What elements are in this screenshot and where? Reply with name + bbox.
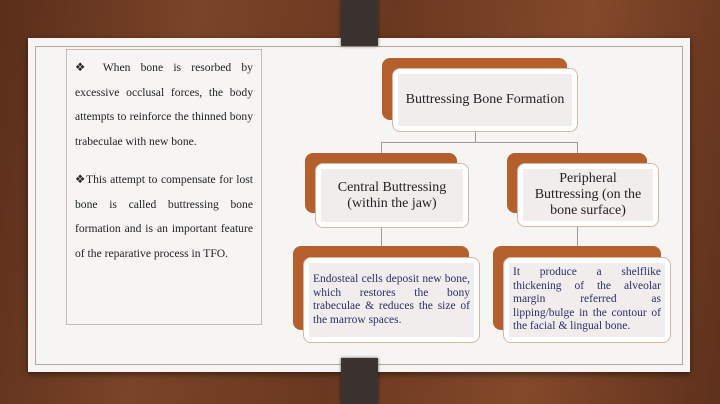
root-box: Buttressing Bone Formation xyxy=(392,68,578,132)
peripheral-buttressing-box: Peripheral Buttressing (on the bone surf… xyxy=(517,163,659,227)
binder-clip-top xyxy=(341,0,378,46)
peripheral-detail: It produce a shelflike thickening of the… xyxy=(513,266,661,333)
connector xyxy=(475,131,476,143)
left-text-box: ❖ When bone is resorbed by excessive occ… xyxy=(66,49,262,325)
paragraph: ❖This attempt to compensate for lost bon… xyxy=(75,173,253,260)
connector xyxy=(381,142,578,143)
connector xyxy=(381,228,382,258)
central-buttressing-box: Central Buttressing (within the jaw) xyxy=(315,163,469,228)
peripheral-title: Peripheral Buttressing (on the bone surf… xyxy=(534,171,642,218)
central-title: Central Buttressing (within the jaw) xyxy=(337,179,447,211)
root-title: Buttressing Bone Formation xyxy=(405,92,565,107)
central-detail: Endosteal cells deposit new bone, which … xyxy=(313,273,470,326)
connector xyxy=(577,226,578,258)
diamond-bullet-icon: ❖ xyxy=(75,61,93,74)
central-detail-box: Endosteal cells deposit new bone, which … xyxy=(303,257,480,343)
binder-clip-bottom xyxy=(341,358,378,404)
paragraph: ❖ When bone is resorbed by excessive occ… xyxy=(75,61,253,148)
peripheral-detail-box: It produce a shelflike thickening of the… xyxy=(503,257,671,343)
diamond-bullet-icon: ❖ xyxy=(75,173,87,186)
